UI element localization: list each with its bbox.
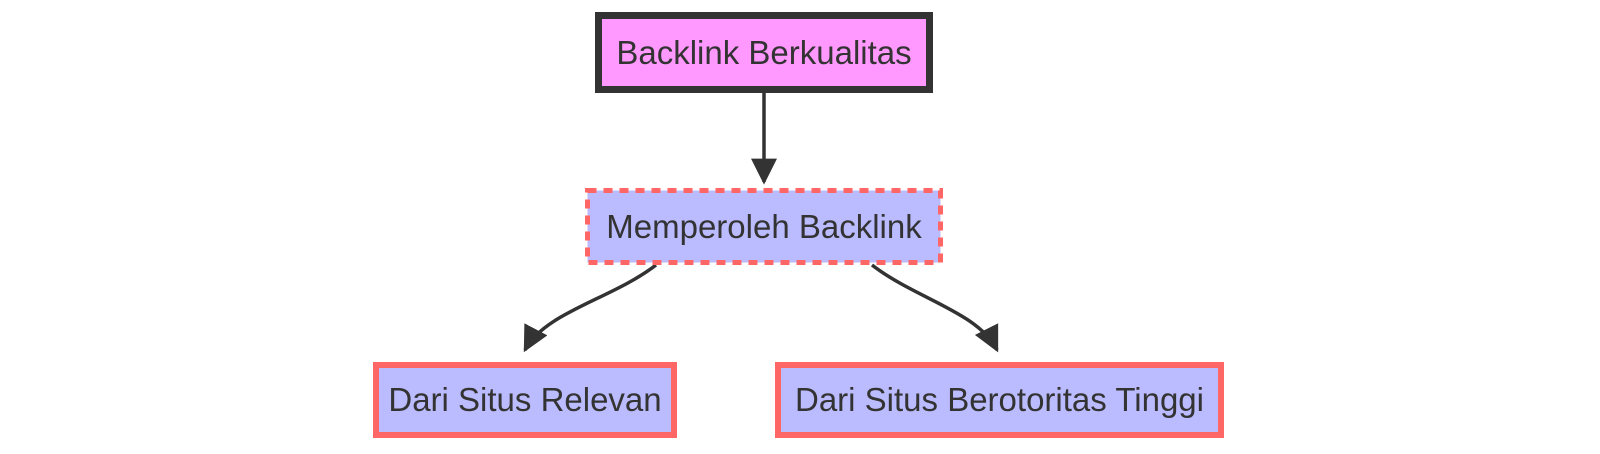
node-shape-dari-situs-berotoritas-tinggi (775, 362, 1224, 438)
node-dari-situs-relevan: Dari Situs Relevan (388, 381, 662, 419)
node-shape-memperoleh-backlink (585, 188, 943, 265)
node-memperoleh-backlink: Memperoleh Backlink (606, 207, 922, 245)
edge-middle-to-bottom-left (523, 263, 658, 353)
edge-middle-to-bottom-right (870, 263, 999, 353)
node-dari-situs-berotoritas-tinggi: Dari Situs Berotoritas Tinggi (794, 381, 1204, 419)
node-shape-dari-situs-relevan (373, 362, 677, 438)
node-shape-backlink-berkualitas (595, 12, 933, 93)
node-backlink-berkualitas: Backlink Berkualitas (616, 33, 912, 71)
